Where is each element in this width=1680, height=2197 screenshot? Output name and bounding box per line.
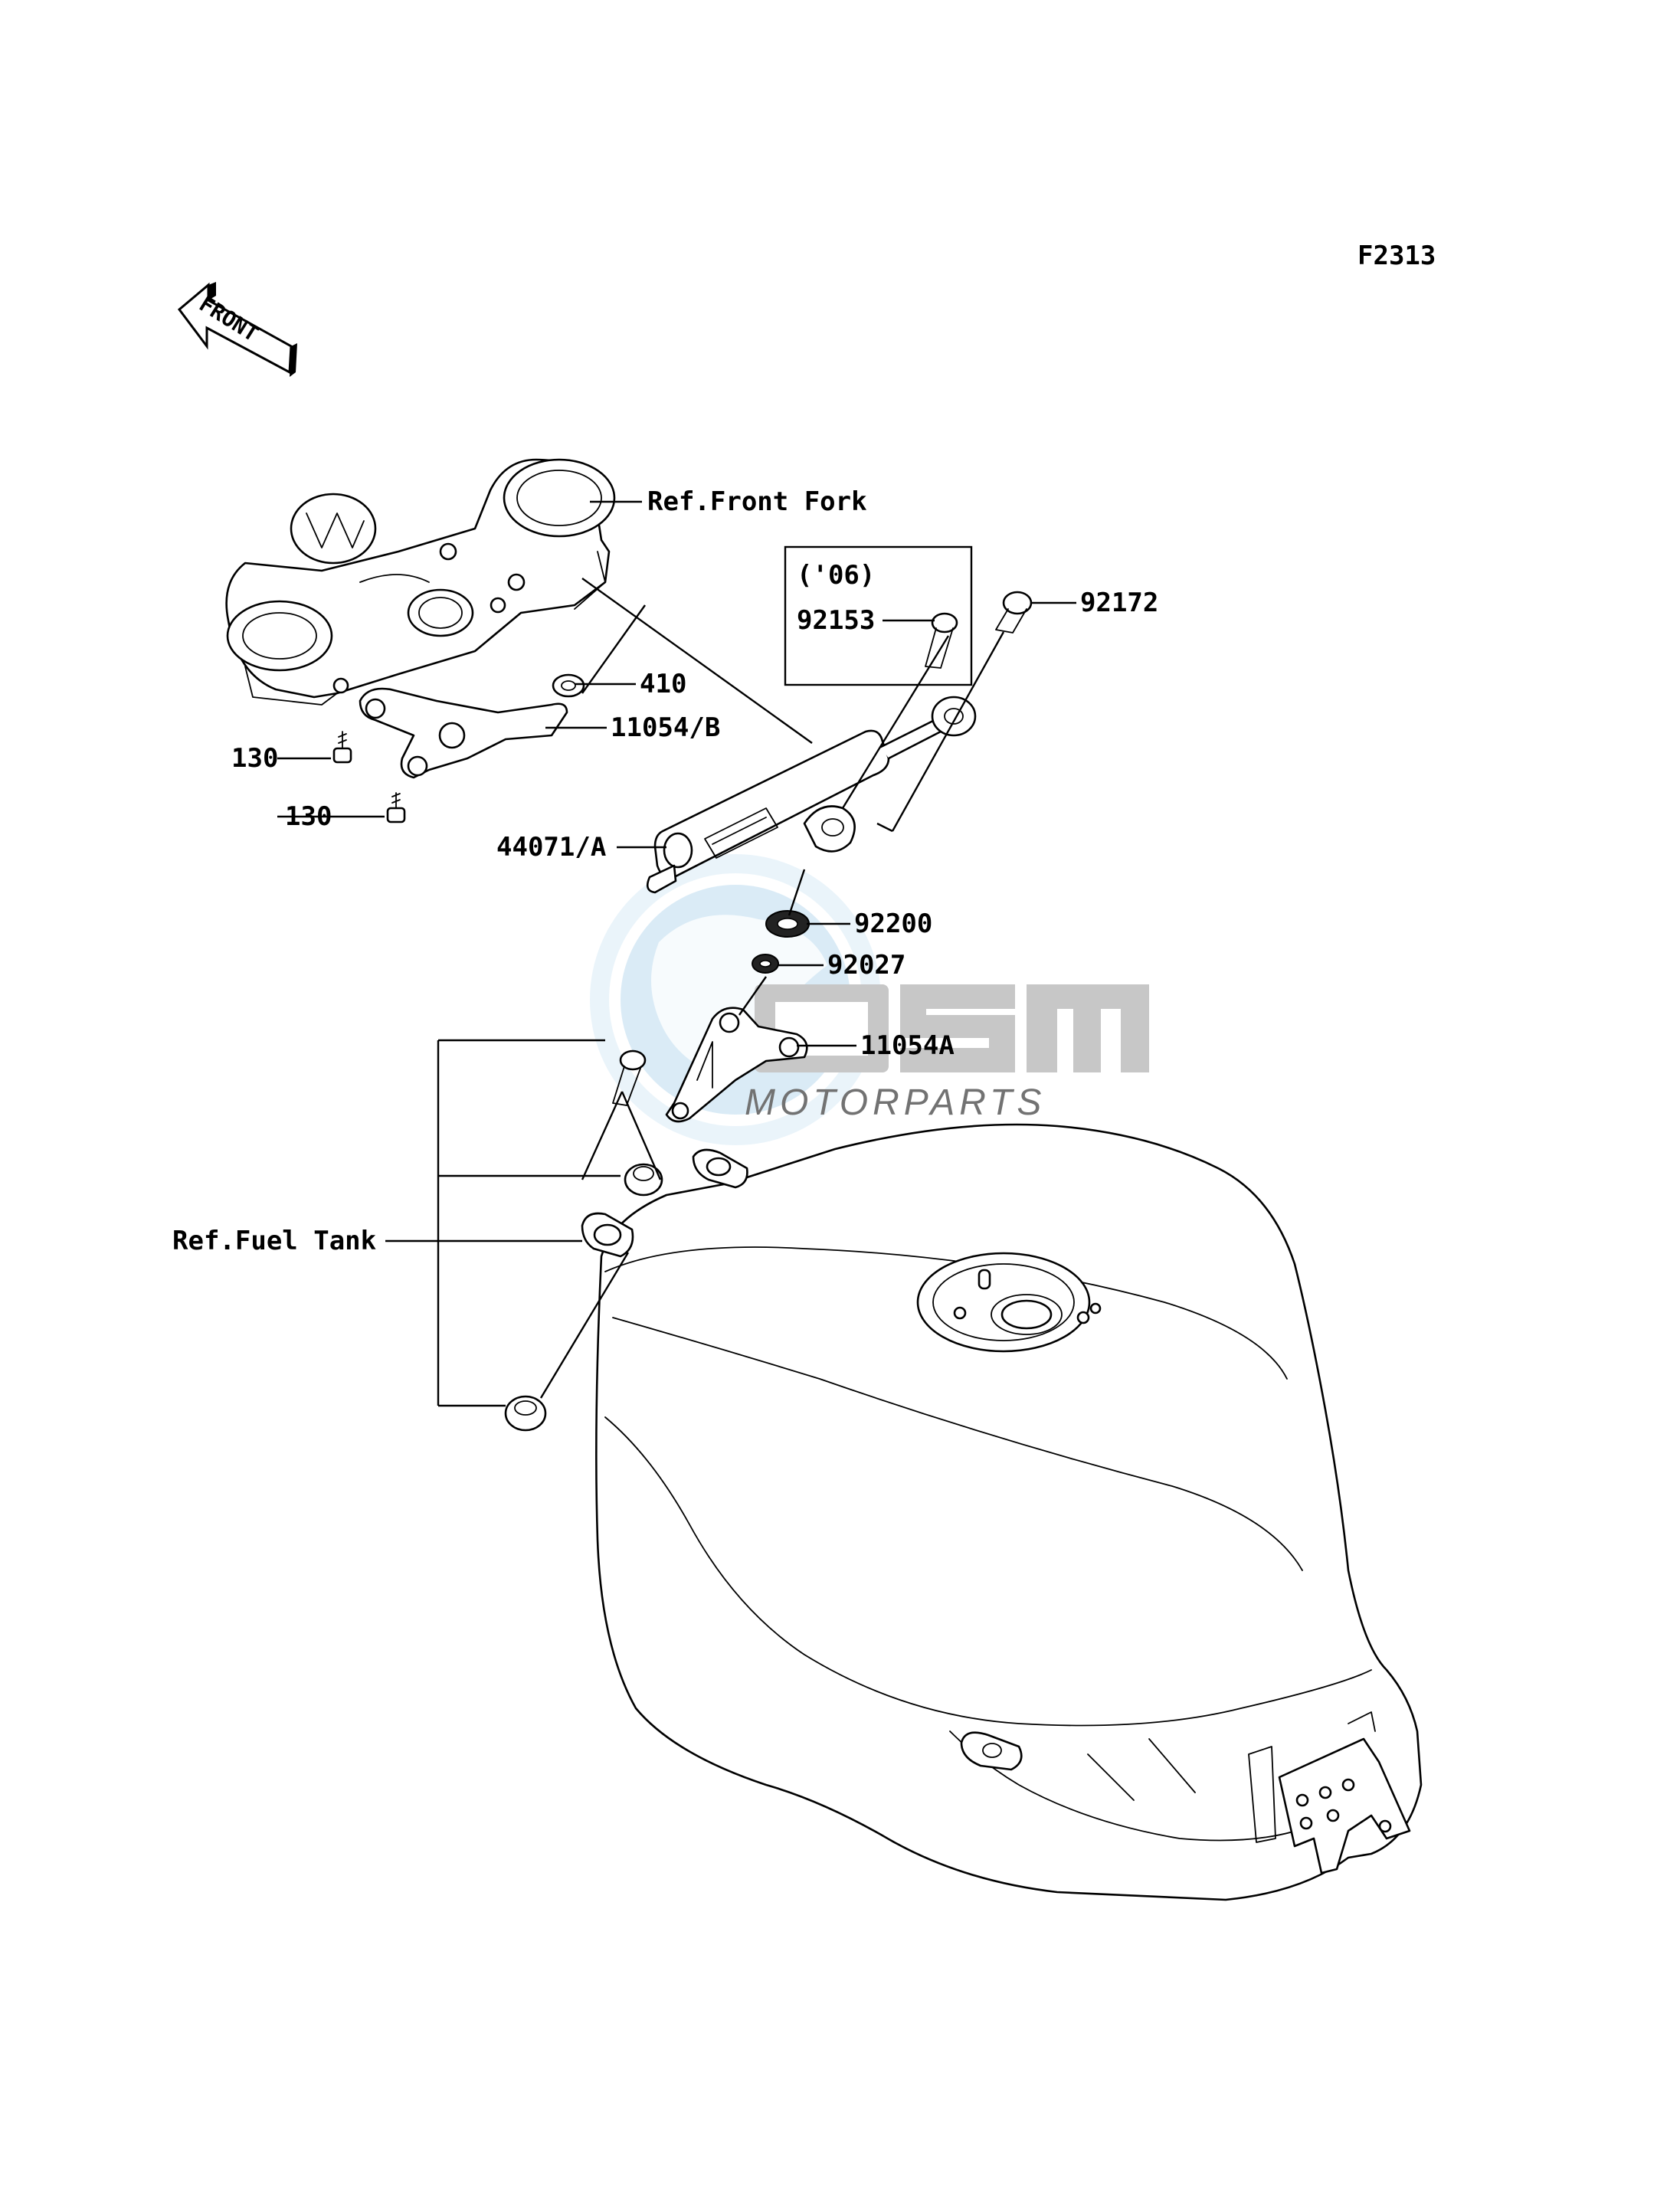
- callout-92200: 92200: [854, 909, 932, 939]
- steering-damper-44071a: [646, 696, 977, 894]
- watermark-tagline: MOTORPARTS: [745, 1082, 1046, 1123]
- grommet-upper: [624, 1163, 663, 1197]
- bolt-bracket-mount: [612, 1049, 647, 1106]
- year-variant-box: ('06): [784, 545, 973, 686]
- year-variant-label: ('06): [797, 560, 875, 591]
- osm-brand-logo: [755, 984, 1149, 1072]
- upper-triple-clamp: [225, 458, 616, 706]
- callout-130-upper: 130: [231, 743, 278, 774]
- callout-130-lower: 130: [285, 801, 332, 832]
- front-direction-arrow-icon: FRONT: [177, 282, 297, 377]
- collar-92027: [752, 954, 779, 974]
- callout-92027: 92027: [827, 950, 905, 981]
- figure-code: F2313: [1357, 241, 1436, 271]
- callout-92172: 92172: [1080, 588, 1158, 618]
- callout-44071a: 44071/A: [496, 832, 606, 863]
- washer-410: [552, 673, 585, 698]
- bolt-130-upper: [332, 731, 352, 764]
- fuel-tank: [581, 1123, 1423, 1901]
- callout-ref-front-fork: Ref.Front Fork: [647, 486, 867, 517]
- callout-ref-fuel-tank: Ref.Fuel Tank: [172, 1226, 376, 1256]
- callout-labels: Ref.Front Fork 410 11054/B 130 130 44071…: [172, 486, 1158, 1256]
- watermark: MOTORPARTS: [590, 854, 1149, 1145]
- bolt-92153: [925, 612, 958, 669]
- callout-11054b: 11054/B: [611, 712, 720, 743]
- leader-lines: [277, 500, 1076, 1407]
- washer-92200: [765, 910, 810, 938]
- grommet-lower: [504, 1395, 547, 1432]
- callout-410: 410: [640, 669, 686, 699]
- callout-92153: 92153: [797, 605, 875, 636]
- bracket-11054b: [359, 687, 568, 779]
- bolt-130-lower: [386, 792, 406, 823]
- callout-11054a: 11054A: [860, 1030, 955, 1061]
- bolt-92172: [995, 591, 1033, 634]
